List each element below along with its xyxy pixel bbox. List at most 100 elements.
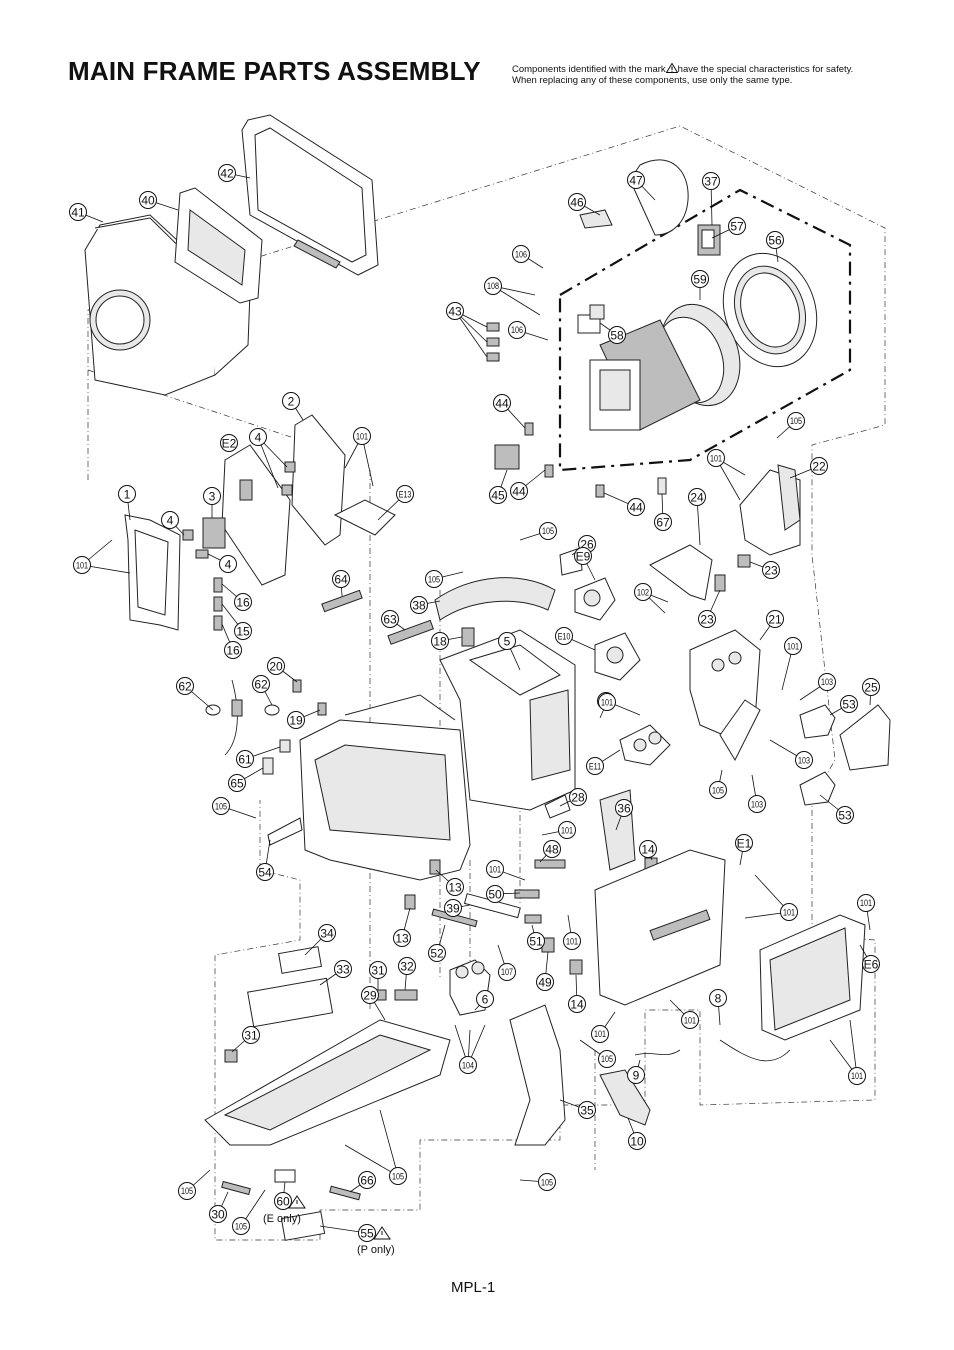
callout-circle <box>220 434 238 452</box>
callout-10: 10 <box>628 1132 646 1150</box>
callout-circle <box>176 677 194 695</box>
callout-label: 54 <box>258 866 272 880</box>
callout-circle <box>358 1224 376 1242</box>
callout-label: 101 <box>594 1030 606 1040</box>
callout-circle <box>493 394 511 412</box>
callout-label: 13 <box>395 932 409 946</box>
callout-101: 101 <box>591 1025 609 1043</box>
callout-circle <box>161 511 179 529</box>
callout-label: 8 <box>715 992 722 1006</box>
callout-circle <box>256 863 274 881</box>
page-title: MAIN FRAME PARTS ASSEMBLY <box>68 56 481 86</box>
callout-label: 106 <box>515 250 527 260</box>
callout-circle <box>654 513 672 531</box>
callout-101: 101 <box>558 821 576 839</box>
sheet-4a <box>284 461 296 473</box>
callout-circle <box>234 593 252 611</box>
callout-67: 67 <box>654 513 672 531</box>
callout-label: 53 <box>842 698 856 712</box>
callout-e2: E2 <box>220 434 238 452</box>
callout-circle <box>748 795 766 813</box>
callout-38: 38 <box>410 596 428 614</box>
callout-106: 106 <box>512 245 530 263</box>
callout-circle <box>498 963 516 981</box>
callout-circle <box>361 986 379 1004</box>
callout-circle <box>627 498 645 516</box>
callout-4: 4 <box>161 511 179 529</box>
warning-triangle-icon <box>373 1226 391 1240</box>
callout-8: 8 <box>709 989 727 1007</box>
callout-label: 105 <box>235 1222 247 1232</box>
callout-22: 22 <box>810 457 828 475</box>
callout-label: 106 <box>511 326 523 336</box>
callout-4: 4 <box>249 428 267 446</box>
callout-label: 105 <box>790 417 802 427</box>
part-13b <box>404 894 416 910</box>
bottom-plate-29 <box>204 1019 451 1146</box>
callout-label: 33 <box>336 963 350 977</box>
sheet-30 <box>221 1180 251 1196</box>
callout-33: 33 <box>334 960 352 978</box>
callout-label: 18 <box>433 635 447 649</box>
callout-circle <box>857 894 875 912</box>
callout-circle <box>139 191 157 209</box>
callout-circle <box>334 960 352 978</box>
callout-44: 44 <box>627 498 645 516</box>
sheet-19 <box>317 702 327 716</box>
callout-31: 31 <box>369 961 387 979</box>
callout-circle <box>707 449 725 467</box>
callout-circle <box>353 427 371 445</box>
callout-label: 101 <box>860 899 872 909</box>
callout-label: 2 <box>288 395 295 409</box>
callout-label: 21 <box>768 613 782 627</box>
sheet-32 <box>394 989 418 1001</box>
callout-101: 101 <box>486 860 504 878</box>
callout-62: 62 <box>252 675 270 693</box>
flex-10 <box>599 1069 651 1126</box>
callout-label: 34 <box>320 927 334 941</box>
callout-65: 65 <box>228 774 246 792</box>
callout-label: 52 <box>430 947 444 961</box>
callout-44: 44 <box>510 482 528 500</box>
sheet-66 <box>329 1185 361 1201</box>
callout-circle <box>634 583 652 601</box>
callout-39: 39 <box>444 899 462 917</box>
main-board-e1 <box>594 849 726 1006</box>
callout-48: 48 <box>543 840 561 858</box>
callout-circle <box>766 231 784 249</box>
callout-label: 31 <box>244 1029 258 1043</box>
callout-label: 101 <box>684 1016 696 1026</box>
callout-label: 4 <box>255 431 262 445</box>
callout-label: 101 <box>561 826 573 836</box>
e-only-note: (E only) <box>263 1213 301 1225</box>
callout-circle <box>702 172 720 190</box>
callout-16: 16 <box>224 641 242 659</box>
callout-24: 24 <box>688 488 706 506</box>
callout-label: E13 <box>399 490 412 500</box>
safety-note-text-2: have the special characteristics for saf… <box>677 64 854 75</box>
callout-circle <box>586 757 604 775</box>
sheet-4c <box>182 529 194 541</box>
callout-15: 15 <box>234 622 252 640</box>
motor-58 <box>577 304 605 334</box>
sheet-16b <box>213 615 223 631</box>
callout-circle <box>840 695 858 713</box>
callout-35: 35 <box>578 1101 596 1119</box>
sheet-64 <box>321 589 363 613</box>
callout-label: 48 <box>545 843 559 857</box>
callout-label: 6 <box>482 993 489 1007</box>
callout-circle <box>236 750 254 768</box>
assembly-outline <box>87 125 886 1241</box>
callout-32: 32 <box>398 957 416 975</box>
callout-circle <box>848 1067 866 1085</box>
callout-circle <box>428 944 446 962</box>
jack-e10 <box>594 632 641 681</box>
page-number: MPL-1 <box>451 1279 496 1296</box>
callout-label: 105 <box>541 1178 553 1188</box>
callout-label: 63 <box>383 613 397 627</box>
callout-105: 105 <box>425 570 443 588</box>
callout-circle <box>393 929 411 947</box>
callout-42: 42 <box>218 164 236 182</box>
callout-54: 54 <box>256 863 274 881</box>
sheet-4d <box>195 549 209 559</box>
